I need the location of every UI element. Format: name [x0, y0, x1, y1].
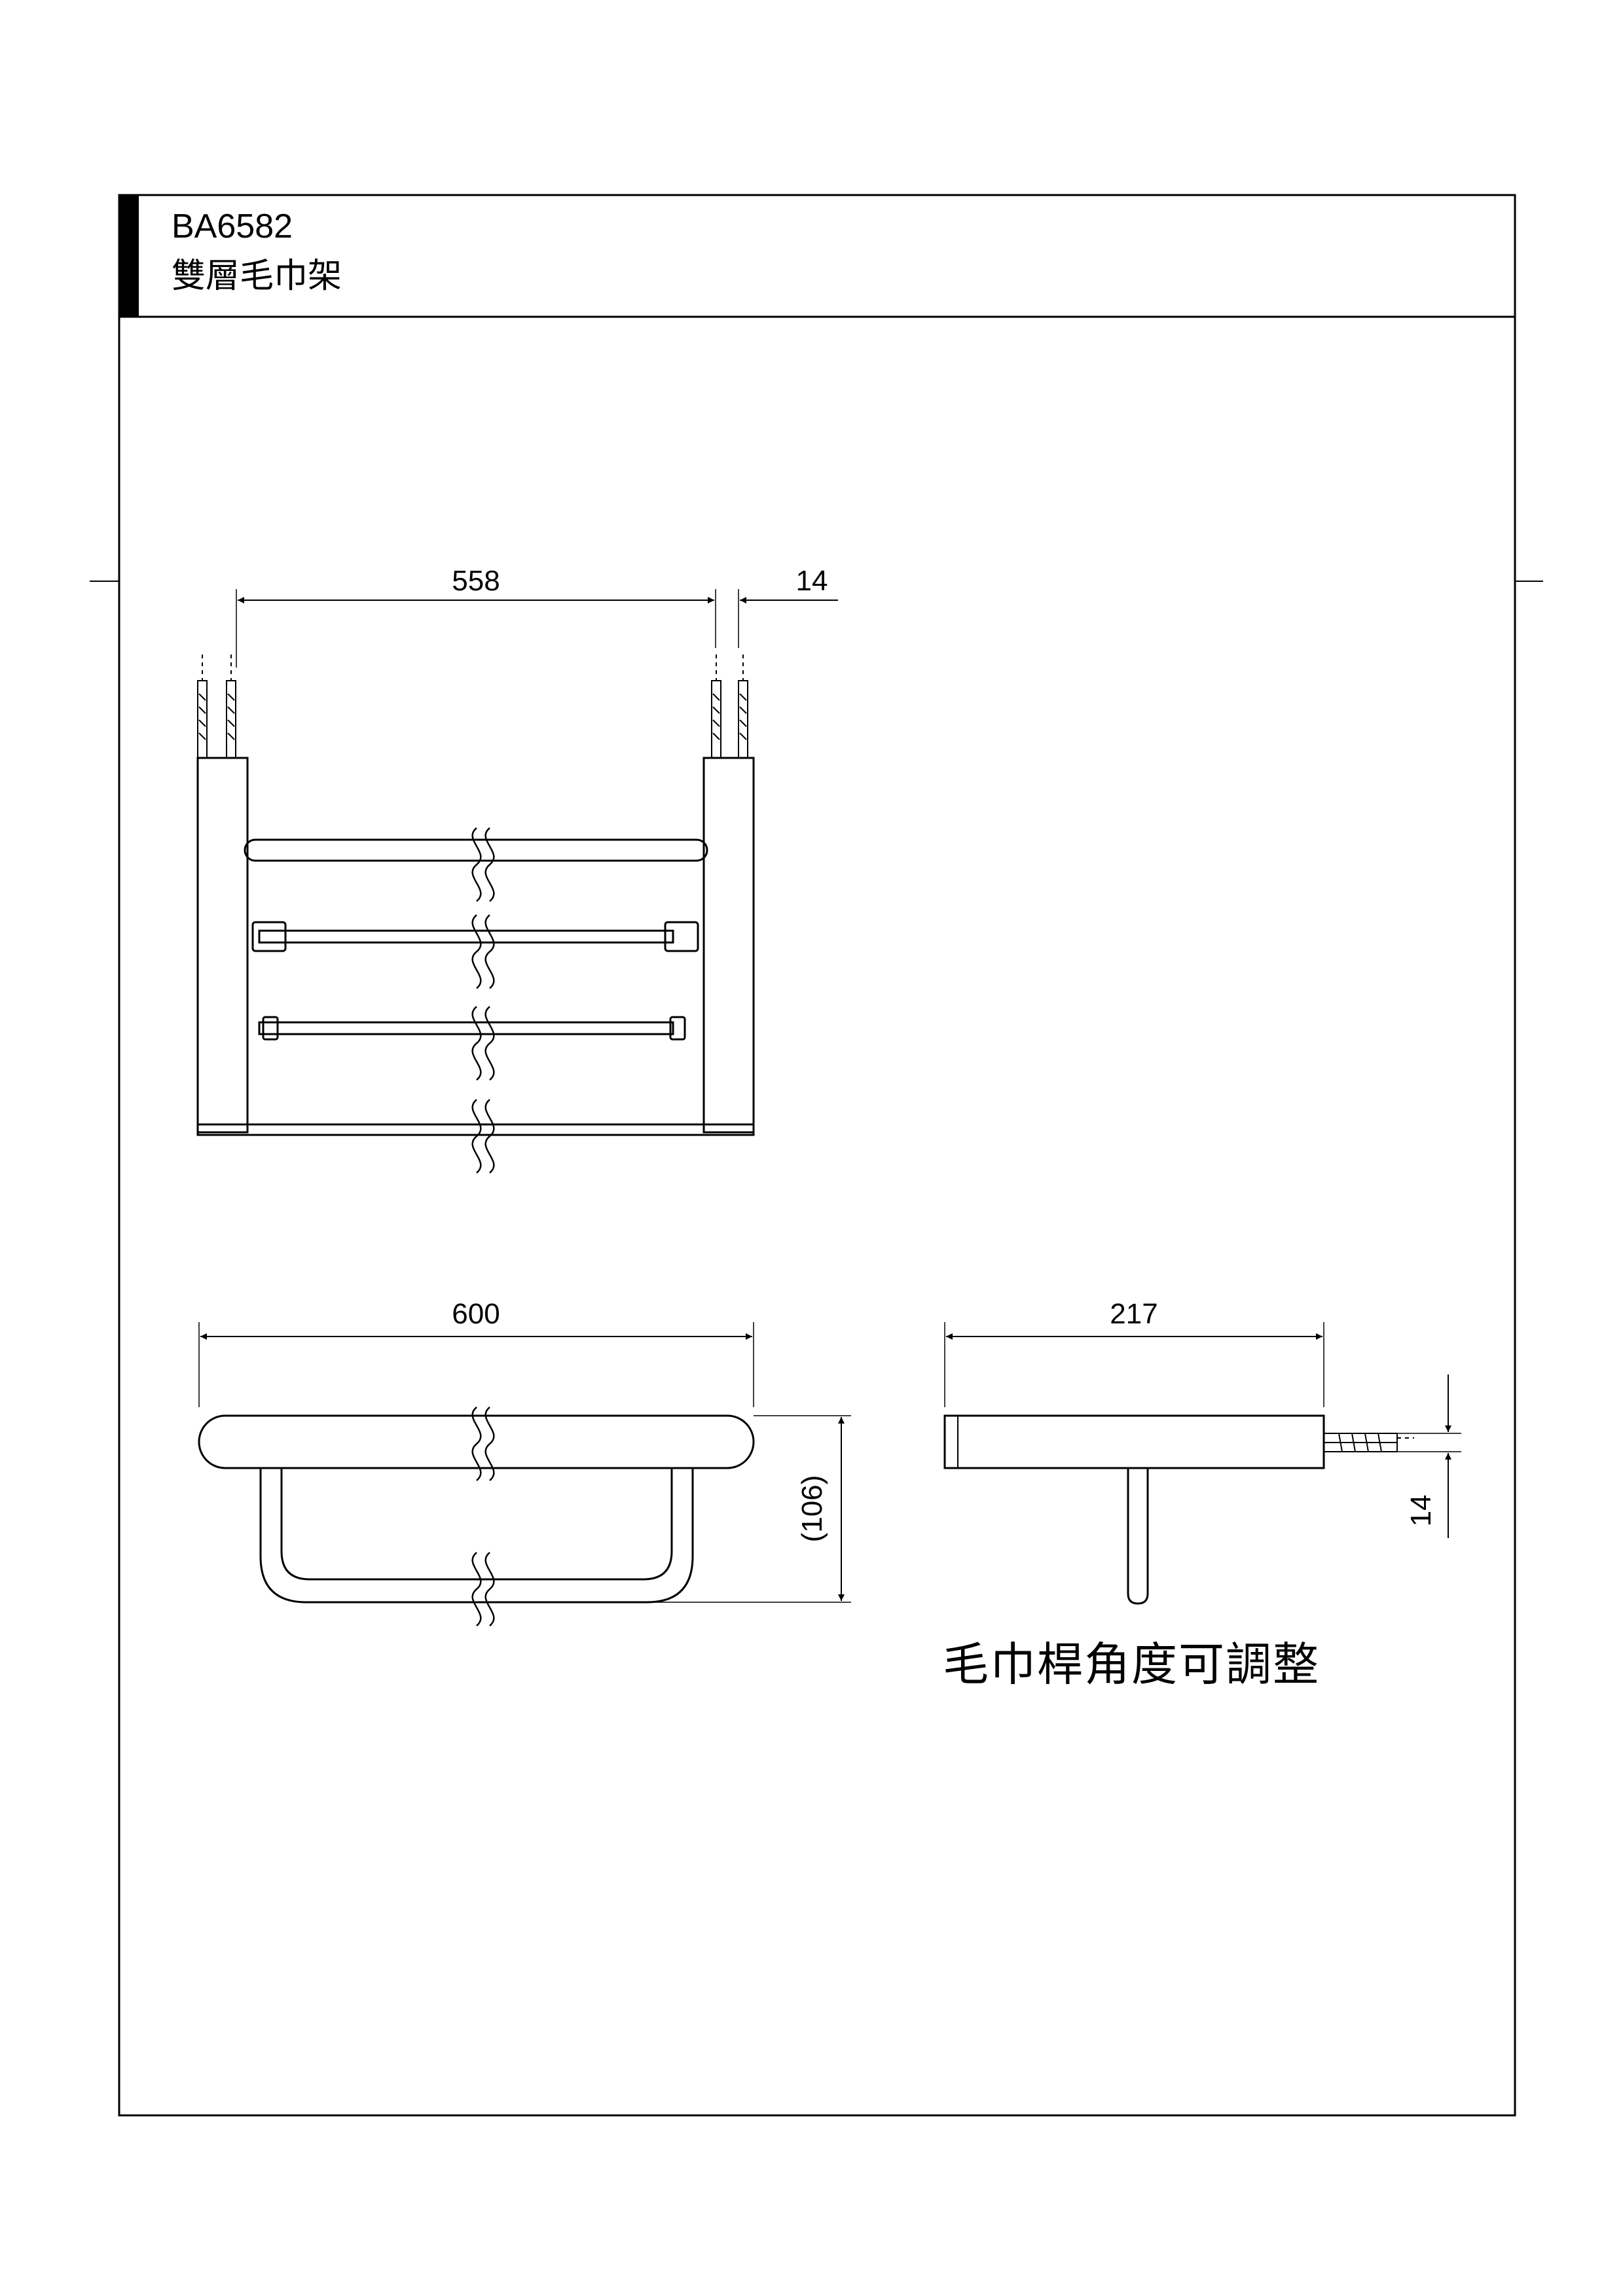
front-view [196, 589, 838, 1174]
adjustment-note: 毛巾桿角度可調整 [943, 1638, 1320, 1691]
dim-side-thickness: 14 [1405, 1495, 1437, 1527]
dim-front-width: 558 [452, 565, 500, 597]
model-code: BA6582 [172, 207, 293, 245]
dim-front-wall-plate: 14 [796, 565, 828, 597]
drawing-frame [90, 194, 1543, 2117]
dim-side-depth: 217 [1110, 1298, 1158, 1330]
top-view [198, 1322, 851, 1626]
dim-top-length: 600 [452, 1298, 500, 1330]
product-name: 雙層毛巾架 [172, 257, 342, 296]
title-block: BA6582 雙層毛巾架 [119, 195, 1515, 317]
dim-top-height: (106) [796, 1475, 828, 1543]
side-view [943, 1322, 1461, 1605]
